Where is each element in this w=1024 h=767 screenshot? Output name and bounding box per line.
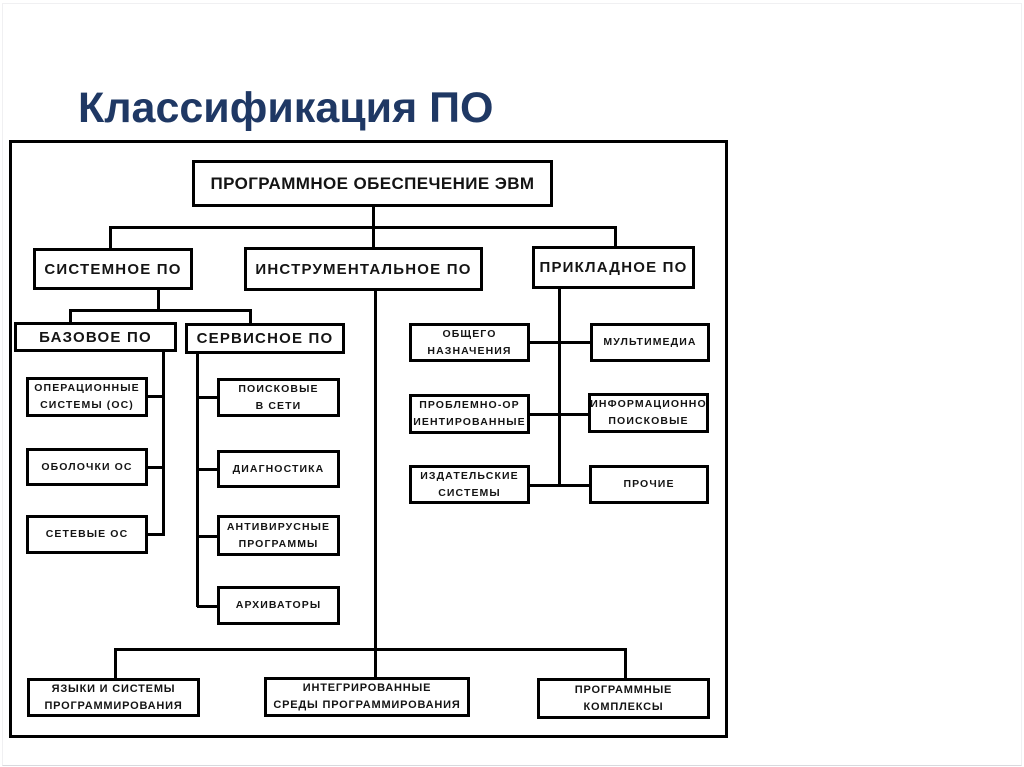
- connector-to-applied: [613, 226, 617, 246]
- node-archivers: АРХИВАТОРЫ: [217, 586, 340, 625]
- connector-stub-antivirus: [197, 534, 217, 538]
- connector-stub-net-search: [197, 395, 217, 399]
- connector-system-down: [156, 290, 160, 311]
- connector-level2-bus: [110, 225, 616, 229]
- connector-instrumental-spine: [373, 291, 377, 650]
- connector-to-system: [108, 226, 112, 248]
- connector-base-spine: [161, 352, 165, 536]
- node-diagnostics: ДИАГНОСТИКА: [217, 450, 340, 488]
- node-operating-systems: ОПЕРАЦИОННЫЕ СИСТЕМЫ (ОС): [26, 377, 148, 417]
- connector-applied-spine: [557, 288, 561, 487]
- connector-to-complexes: [623, 648, 627, 678]
- connector-bottom-bus: [115, 647, 626, 651]
- connector-stub-archivers: [197, 604, 217, 608]
- node-programming-languages: ЯЗЫКИ И СИСТЕМЫ ПРОГРАММИРОВАНИЯ: [27, 678, 200, 717]
- connector-stub-network-os: [148, 532, 164, 536]
- node-antivirus: АНТИВИРУСНЫЕ ПРОГРАММЫ: [217, 515, 340, 556]
- node-applied-software: ПРИКЛАДНОЕ ПО: [532, 246, 695, 289]
- node-other: ПРОЧИЕ: [589, 465, 709, 504]
- connector-stub-diagnostics: [197, 467, 217, 471]
- connector-stub-shells: [148, 465, 164, 469]
- connector-stub-general-multimedia: [530, 340, 590, 344]
- connector-to-base: [68, 309, 72, 322]
- connector-stub-publishing-other: [530, 483, 590, 487]
- node-network-os: СЕТЕВЫЕ ОС: [26, 515, 148, 554]
- node-instrumental-software: ИНСТРУМЕНТАЛЬНОЕ ПО: [244, 247, 483, 291]
- node-info-retrieval: ИНФОРМАЦИОННО ПОИСКОВЫЕ: [588, 393, 709, 433]
- node-os-shells: ОБОЛОЧКИ ОС: [26, 448, 148, 486]
- node-software-complexes: ПРОГРАММНЫЕ КОМПЛЕКСЫ: [537, 678, 710, 719]
- node-multimedia: МУЛЬТИМЕДИА: [590, 323, 710, 362]
- node-base-software: БАЗОВОЕ ПО: [14, 322, 177, 352]
- node-software-root: ПРОГРАММНОЕ ОБЕСПЕЧЕНИЕ ЭВМ: [192, 160, 553, 207]
- connector-to-languages: [113, 648, 117, 678]
- diagram-frame: [9, 140, 728, 738]
- node-problem-oriented: ПРОБЛЕМНО-ОР ИЕНТИРОВАННЫЕ: [409, 394, 530, 434]
- connector-to-ide: [373, 648, 377, 677]
- connector-to-instrumental: [371, 226, 375, 247]
- connector-to-service: [248, 309, 252, 323]
- connector-base-service-bus: [70, 308, 251, 312]
- connector-root-down: [371, 207, 375, 228]
- page-title: Классификация ПО: [78, 84, 494, 132]
- node-service-software: СЕРВИСНОЕ ПО: [185, 323, 345, 354]
- node-system-software: СИСТЕМНОЕ ПО: [33, 248, 193, 290]
- connector-stub-problem-info: [530, 412, 589, 416]
- connector-service-spine: [195, 354, 199, 607]
- node-net-search: ПОИСКОВЫЕ В СЕТИ: [217, 378, 340, 417]
- node-publishing-systems: ИЗДАТЕЛЬСКИЕ СИСТЕМЫ: [409, 465, 530, 504]
- connector-stub-os: [148, 394, 164, 398]
- node-general-purpose: ОБЩЕГО НАЗНАЧЕНИЯ: [409, 323, 530, 362]
- node-integrated-environments: ИНТЕГРИРОВАННЫЕ СРЕДЫ ПРОГРАММИРОВАНИЯ: [264, 677, 470, 717]
